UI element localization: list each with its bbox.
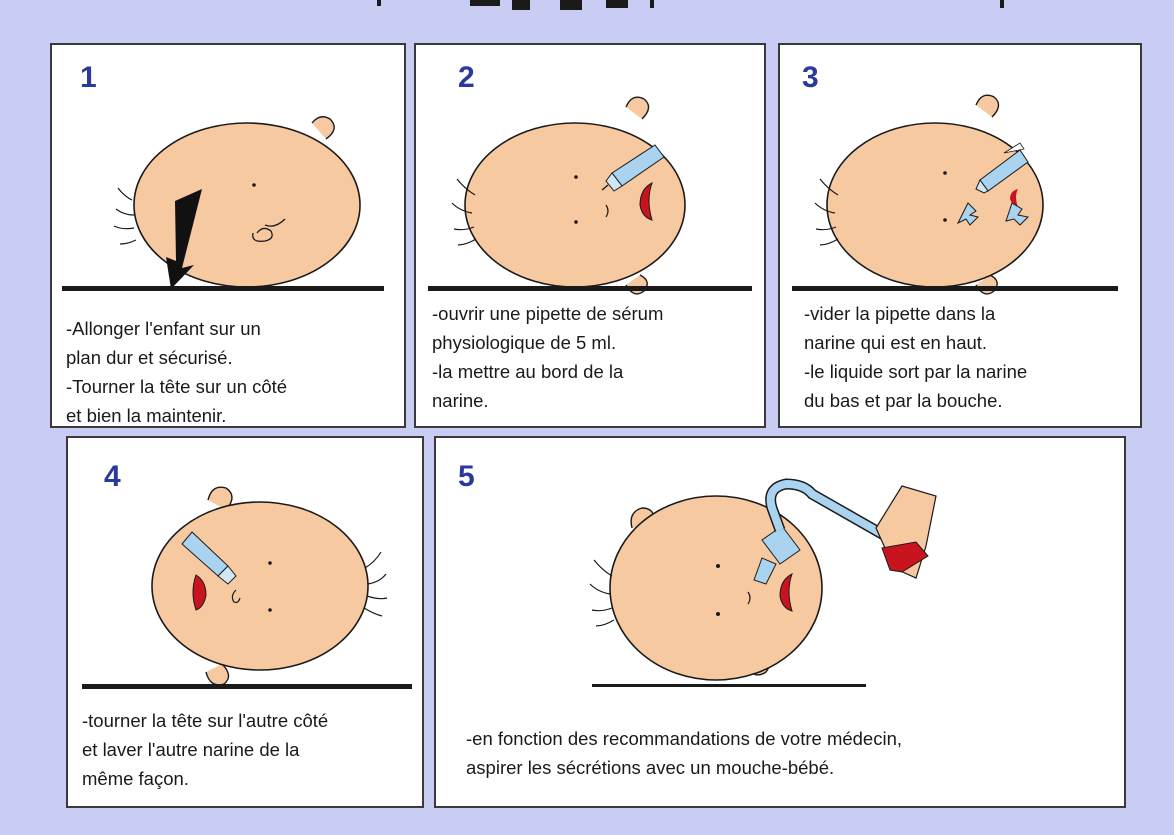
step-2-panel: 2 -ouvrir une pipette de sérum physiolog… [414, 43, 766, 428]
caption-line: plan dur et sécurisé. [66, 347, 233, 368]
liquid-drop-icon [956, 202, 1030, 226]
step-number: 4 [104, 460, 121, 493]
cropped-title-strip [0, 0, 1174, 18]
pipette-icon [975, 142, 1029, 194]
mouth-shape [779, 572, 793, 612]
step-number: 3 [802, 61, 819, 94]
ground-line [792, 286, 1118, 291]
caption-line: et laver l'autre narine de la [82, 739, 300, 760]
step-number: 1 [80, 61, 97, 94]
baby-head [451, 96, 686, 295]
rotation-arrow-icon [166, 189, 202, 289]
mouche-bebe-icon [753, 478, 937, 585]
caption-line: -la mettre au bord de la [432, 361, 624, 382]
caption-line: -tourner la tête sur l'autre côté [82, 710, 329, 731]
step-4-panel: 4 -tourner la tête sur l'autre côté et l… [66, 436, 424, 808]
mouth-shape [639, 181, 653, 221]
caption-line: physiologique de 5 ml. [432, 332, 617, 353]
step-1-illustration [113, 116, 361, 289]
ground-line [82, 684, 412, 689]
ground-line [428, 286, 752, 291]
step-1-caption: -Allonger l'enfant sur un plan dur et sé… [66, 314, 287, 430]
baby-head [113, 116, 361, 288]
caption-line: -ouvrir une pipette de sérum [432, 303, 664, 324]
baby-head [814, 94, 1044, 295]
baby-head [589, 495, 823, 681]
caption-line: -vider la pipette dans la [804, 303, 996, 324]
caption-line: et bien la maintenir. [66, 405, 227, 426]
caption-line: du bas et par la bouche. [804, 390, 1003, 411]
ground-line [592, 684, 866, 687]
step-1-panel: 1 -Allonger l'enfant sur un plan dur et … [50, 43, 406, 428]
step-2-caption: -ouvrir une pipette de sérum physiologiq… [432, 299, 663, 415]
caption-line: -Tourner la tête sur un côté [66, 376, 288, 397]
step-3-panel: 3 -vider la pipette dans la narine qui e… [778, 43, 1142, 428]
caption-line: même façon. [82, 768, 189, 789]
step-4-illustration [151, 486, 388, 686]
caption-line: -le liquide sort par la narine [804, 361, 1028, 382]
step-number: 5 [458, 460, 475, 493]
mouth-shape [192, 574, 207, 611]
step-2-illustration [451, 96, 686, 295]
pipette-icon [181, 531, 237, 585]
step-5-caption: -en fonction des recommandations de votr… [466, 724, 902, 782]
caption-line: -en fonction des recommandations de votr… [466, 728, 903, 749]
step-5-illustration [589, 478, 937, 681]
caption-line: narine. [432, 390, 489, 411]
caption-line: aspirer les sécrétions avec un mouche-bé… [466, 757, 835, 778]
step-4-caption: -tourner la tête sur l'autre côté et lav… [82, 706, 328, 793]
caption-line: narine qui est en haut. [804, 332, 988, 353]
step-5-panel: 5 -en fonction des recommandations de vo… [434, 436, 1126, 808]
step-number: 2 [458, 61, 475, 94]
caption-line: -Allonger l'enfant sur un [66, 318, 261, 339]
pipette-icon [601, 144, 665, 192]
cropped-title-fragments [377, 0, 1004, 10]
baby-head [151, 486, 388, 686]
step-3-caption: -vider la pipette dans la narine qui est… [804, 299, 1027, 415]
ground-line [62, 286, 384, 291]
